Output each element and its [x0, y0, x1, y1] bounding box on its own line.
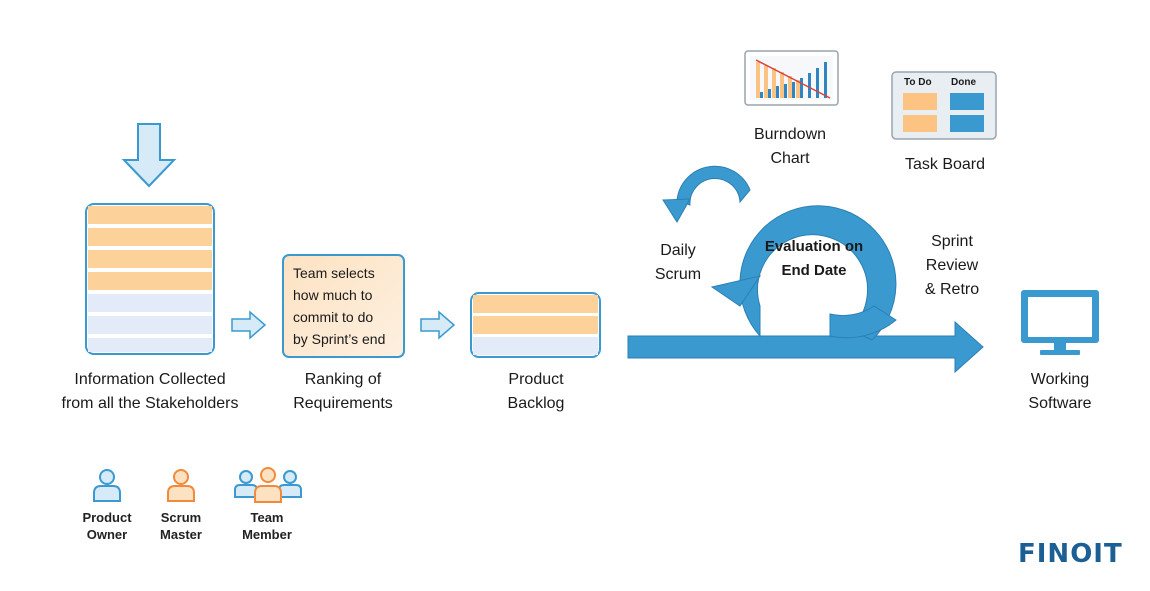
ranking-note-line: by Sprint’s end — [293, 331, 386, 347]
input-down-arrow — [121, 123, 177, 188]
arrow-info-to-ranking — [231, 310, 267, 340]
scrum-master-icon — [167, 469, 195, 502]
ranking-note: Team selects how much to commit to do by… — [293, 262, 401, 350]
backlog-label: Product Backlog — [507, 371, 565, 412]
sprint-loop — [627, 165, 984, 374]
product-owner-label: Product Owner — [82, 510, 132, 542]
ranking-note-line: commit to do — [293, 309, 374, 325]
team-member-icon — [234, 467, 302, 503]
task-board-icon — [891, 71, 997, 140]
burndown-chart-icon — [744, 50, 839, 106]
done-header: Done — [951, 77, 976, 88]
evaluation-label: Evaluation on End Date — [764, 238, 864, 279]
todo-header: To Do — [904, 77, 932, 88]
info-label: Information Collected from all the Stake… — [61, 371, 239, 412]
ranking-note-line: Team selects — [293, 265, 375, 281]
scrum-master-label: Scrum Master — [160, 510, 202, 542]
brand-logo: FINOIT — [1018, 539, 1123, 569]
product-owner-icon — [93, 469, 121, 502]
team-member-label: Team Member — [242, 510, 292, 542]
arrow-ranking-to-backlog — [420, 310, 456, 340]
burndown-label: Burndown Chart — [753, 126, 827, 167]
ranking-box — [282, 254, 405, 358]
ranking-note-line: how much to — [293, 287, 373, 303]
monitor-icon — [1021, 290, 1099, 355]
info-stack — [85, 203, 215, 355]
daily-scrum-label: Daily Scrum — [654, 242, 702, 283]
backlog-stack — [470, 292, 601, 358]
working-software-label: Working Software — [1028, 371, 1092, 412]
task-board-label: Task Board — [904, 156, 986, 173]
sprint-review-label: Sprint Review & Retro — [924, 233, 980, 298]
ranking-label: Ranking of Requirements — [293, 371, 393, 412]
